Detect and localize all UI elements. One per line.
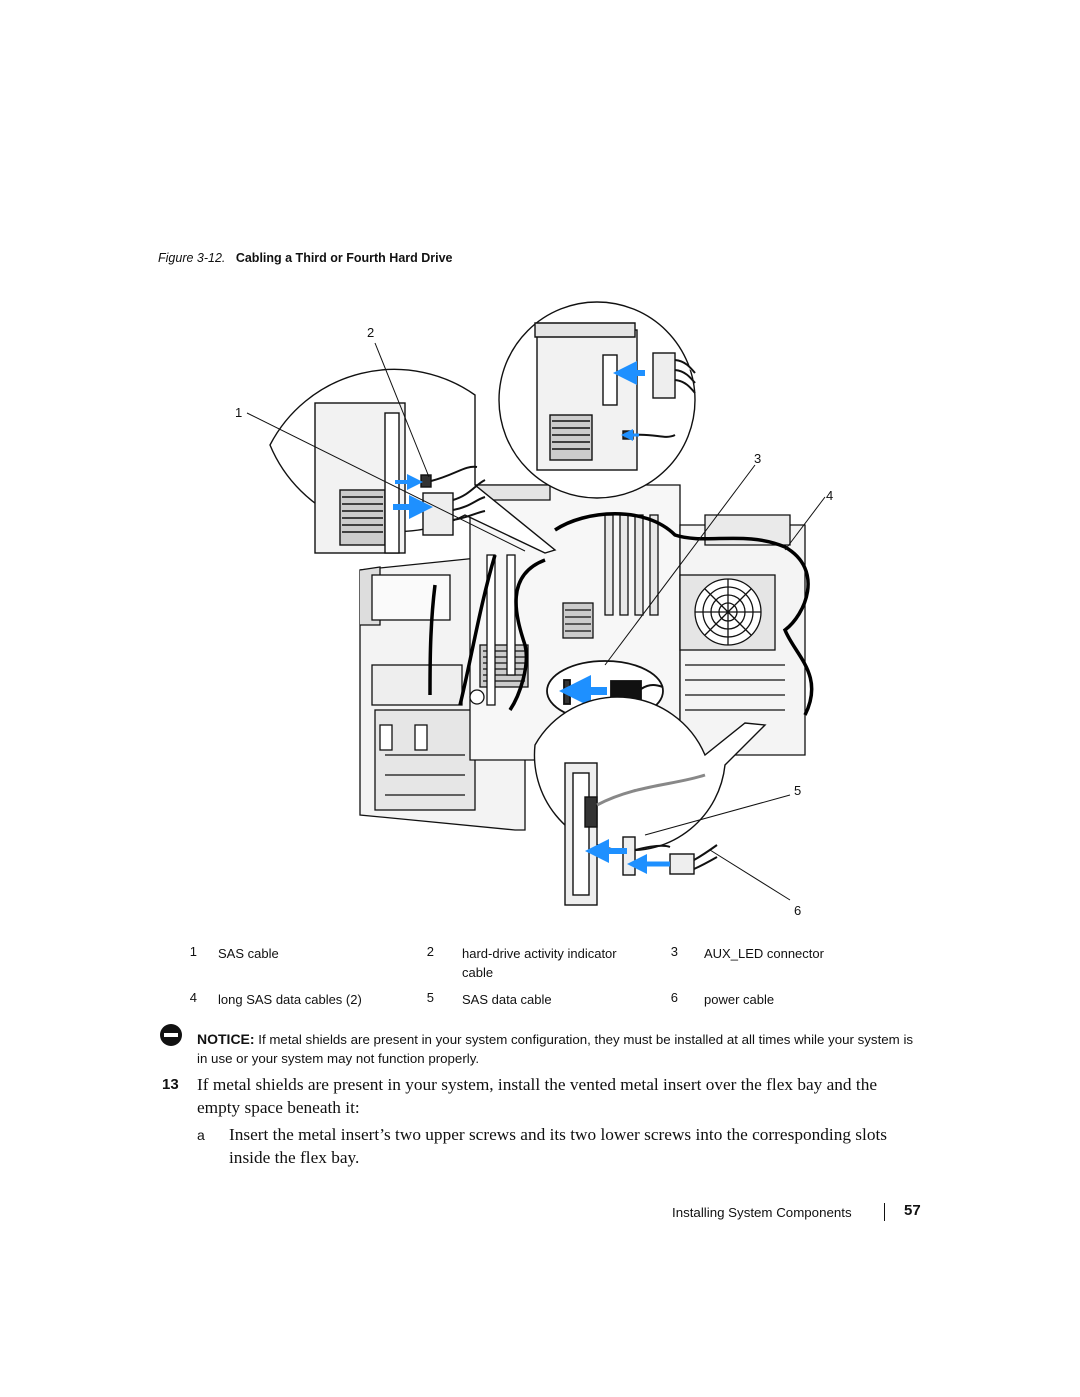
legend-text-4: long SAS data cables (2) (218, 992, 362, 1007)
detail-circle-sas-cable (269, 368, 557, 554)
callout-1: 1 (235, 405, 242, 420)
callout-6: 6 (794, 903, 801, 918)
figure-title: Cabling a Third or Fourth Hard Drive (235, 251, 453, 265)
notice-icon (160, 1024, 182, 1046)
legend-num-1: 1 (189, 944, 197, 959)
callout-3: 3 (754, 451, 761, 466)
legend-num-5: 5 (426, 990, 434, 1005)
legend-text-6: power cable (704, 992, 775, 1007)
legend-text-1: SAS cable (218, 946, 279, 961)
cabling-illustration: 1 2 3 4 5 6 (235, 301, 833, 918)
footer-separator (884, 1203, 885, 1221)
cables (428, 512, 814, 716)
legend-num-3: 3 (670, 944, 678, 959)
callout-4: 4 (826, 488, 833, 503)
step-number: 13 (162, 1076, 179, 1093)
figure-caption: Figure 3-12. Cabling a Third or Fourth H… (158, 251, 453, 265)
footer-section-title: Installing System Components (672, 1205, 852, 1220)
legend-text-3: AUX_LED connector (704, 946, 824, 961)
detail-circle-aux-led (498, 301, 696, 499)
legend-text-5: SAS data cable (462, 992, 552, 1007)
legend-num-6: 6 (670, 990, 678, 1005)
substep-label: a (197, 1127, 205, 1143)
callout-5: 5 (794, 783, 801, 798)
figure-label: Figure 3-12. (158, 251, 226, 265)
notice-block: NOTICE: If metal shields are present in … (197, 1030, 917, 1068)
callout-2: 2 (367, 325, 374, 340)
notice-label: NOTICE: (197, 1031, 255, 1047)
legend-text-2: hard-drive activity indicator cable (462, 946, 617, 980)
step-text: If metal shields are present in your sys… (197, 1075, 878, 1117)
legend-num-4: 4 (189, 990, 197, 1005)
page-number: 57 (904, 1202, 921, 1219)
notice-text: If metal shields are present in your sys… (197, 1032, 914, 1066)
legend-num-2: 2 (426, 944, 434, 959)
substep-text: Insert the metal insert’s two upper scre… (229, 1125, 887, 1167)
